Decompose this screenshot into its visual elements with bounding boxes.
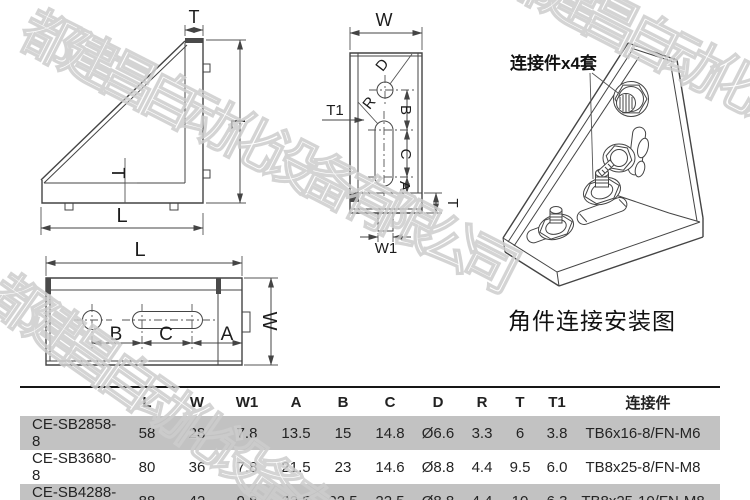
cell-d: Ø8.8 (414, 484, 462, 500)
col-header-b: B (337, 393, 349, 411)
cell-t: 6 (515, 424, 525, 442)
cell-t: 9.5 (509, 458, 531, 476)
cell-connector: TB8x25-10/FN-M8 (576, 484, 720, 500)
col-header-r: R (476, 393, 488, 411)
table-row: CE-SB4288-10 88 42 9.8 22.5 22.5 22.5 Ø8… (20, 484, 720, 500)
top-view-dim-r: R (359, 94, 379, 113)
col-header-t: T (515, 393, 525, 411)
cell-a: 21.5 (281, 458, 311, 476)
cell-w: 36 (188, 458, 206, 476)
cell-connector: TB8x25-8/FN-M8 (585, 458, 701, 476)
cell-connector: TB6x16-8/FN-M6 (585, 424, 701, 442)
iso-view-caption: 角件连接安装图 (508, 308, 676, 334)
side-view-dim-l-bottom: L (116, 205, 127, 227)
top-view-dim-c: C (397, 149, 414, 160)
table-row: CE-SB3680-8 80 36 7.8 21.5 23 14.6 Ø8.8 … (20, 450, 720, 484)
bolt-4 (535, 207, 577, 244)
cell-w: 28 (188, 424, 206, 442)
iso-view-drawing: 连接件x4套 角件连接安装图 (503, 43, 703, 334)
col-header-d: D (432, 393, 444, 411)
side-view-dim-t-inner: T (108, 168, 128, 179)
top-view-dim-w1: W1 (375, 240, 398, 257)
top-view-dim-d: D (372, 56, 392, 75)
top-view-dim-t1: T1 (326, 102, 344, 119)
cell-c: 14.8 (375, 424, 405, 442)
cell-t1: 3.8 (546, 424, 568, 442)
front-view-dim-b: B (110, 324, 123, 345)
bolt-1 (614, 82, 649, 117)
model-name: CE-SB4288-10 (32, 484, 117, 500)
bolt-3 (580, 169, 624, 209)
cell-c: 22.5 (366, 484, 414, 500)
cell-t: 10 (502, 484, 538, 500)
top-view-dim-b: B (397, 105, 414, 115)
cell-w: 42 (172, 484, 222, 500)
cell-w1: 7.8 (236, 458, 258, 476)
front-view-dim-w: W (258, 312, 280, 331)
technical-drawings: T L L T (40, 7, 750, 390)
cell-l: 58 (138, 424, 156, 442)
model-name: CE-SB3680-8 (32, 450, 117, 484)
spec-table: L W W1 A B C D R T T1 连接件 CE-SB2858-8 58… (20, 386, 720, 500)
cell-c: 14.6 (375, 458, 405, 476)
col-header-c: C (384, 393, 396, 411)
cell-t1: 6.3 (538, 484, 576, 500)
table-header-row: L W W1 A B C D R T T1 连接件 (20, 387, 720, 416)
col-header-a: A (290, 393, 302, 411)
cell-l: 80 (138, 458, 156, 476)
col-header-w: W (189, 393, 205, 411)
bolt-2 (598, 137, 650, 178)
top-view-dim-w: W (376, 10, 393, 30)
front-view-dim-a: A (221, 324, 234, 345)
col-header-w1: W1 (235, 393, 259, 411)
cell-w1: 9.8 (222, 484, 272, 500)
connector-callout: 连接件x4套 (510, 53, 598, 73)
table-row: CE-SB2858-8 58 28 7.8 13.5 15 14.8 Ø6.6 … (20, 416, 720, 450)
cell-b: 15 (334, 424, 352, 442)
col-header-model (20, 387, 122, 416)
cell-d: Ø6.6 (421, 424, 455, 442)
col-header-l: L (142, 393, 152, 411)
cell-b: 23 (334, 458, 352, 476)
top-view-dim-t: T (444, 198, 461, 207)
top-view-dim-a: A (396, 181, 413, 191)
cell-t1: 6.0 (546, 458, 568, 476)
side-view-dim-t-top: T (189, 7, 200, 27)
cell-d: Ø8.8 (421, 458, 455, 476)
front-view-dim-l: L (134, 239, 145, 261)
cell-r: 4.4 (471, 458, 493, 476)
col-header-t1: T1 (548, 393, 566, 411)
cell-r: 3.3 (471, 424, 493, 442)
cell-r: 4.4 (462, 484, 502, 500)
cell-a: 13.5 (281, 424, 311, 442)
top-view-drawing: W B C A T W1 T1 D (322, 10, 461, 257)
front-view-dim-c: C (159, 324, 173, 345)
side-view-drawing: T L L T (40, 7, 248, 235)
col-header-connector: 连接件 (625, 394, 671, 412)
model-name: CE-SB2858-8 (32, 416, 117, 450)
cell-l: 88 (122, 484, 172, 500)
cell-a: 22.5 (272, 484, 320, 500)
cell-b: 22.5 (320, 484, 366, 500)
cell-w1: 7.8 (236, 424, 258, 442)
side-view-dim-l-right: L (226, 118, 248, 129)
front-view-drawing: L W B C A (46, 239, 280, 365)
